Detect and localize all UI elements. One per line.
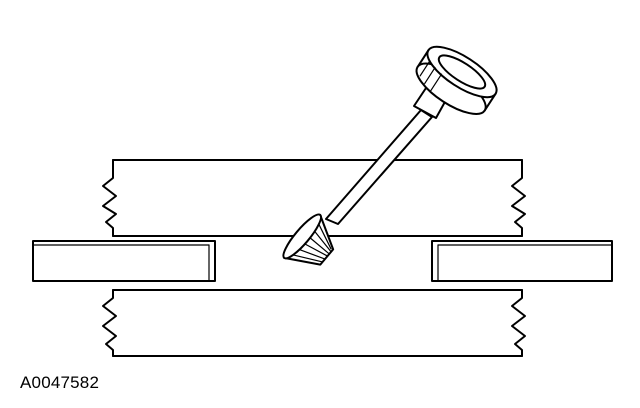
middle-plate-right-segment (431, 240, 613, 282)
deburring-tool (282, 45, 498, 266)
tool-burr (282, 213, 335, 266)
lower-panel-right-break (511, 289, 526, 357)
figure-id-label: A0047582 (20, 373, 100, 392)
middle-plate-left-segment (32, 240, 216, 282)
lower-panel (102, 289, 526, 357)
middle-plate (32, 240, 613, 282)
upper-panel-left-break (102, 159, 117, 237)
lower-panel-left-break (102, 289, 117, 357)
upper-panel-right-break (511, 159, 526, 237)
tool-knob (415, 45, 498, 115)
tool-shaft (325, 109, 433, 225)
